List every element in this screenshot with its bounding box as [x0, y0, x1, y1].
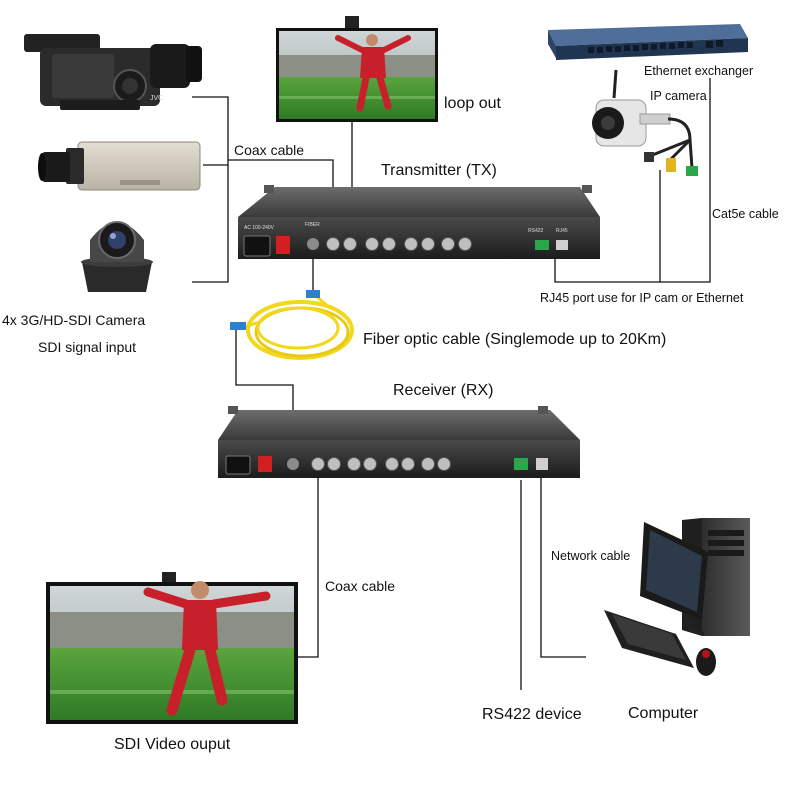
- tx-power-label: AC 100-240V: [244, 225, 275, 231]
- fiber-cable-label: Fiber optic cable (Singlemode up to 20Km…: [363, 331, 667, 348]
- camcorder-icon: JVC: [24, 34, 202, 110]
- coax-cable-tx-label: Coax cable: [234, 142, 305, 158]
- output-monitor-icon: [46, 572, 298, 724]
- transmitter-device-icon: [238, 185, 600, 259]
- computer-icon: [604, 518, 750, 676]
- ip-camera-label: IP camera: [650, 89, 707, 103]
- rj45-note-label: RJ45 port use for IP cam or Ethernet: [540, 291, 744, 305]
- ptz-camera-icon: [81, 221, 153, 292]
- box-camera-icon: [38, 141, 201, 191]
- rs422-device-label: RS422 device: [482, 706, 582, 723]
- player-figure-large: [143, 581, 271, 716]
- loop-out-monitor-icon: [276, 16, 438, 122]
- tx-bnc-ports: [326, 237, 472, 251]
- coax-cable-rx-label: Coax cable: [325, 578, 396, 594]
- coax-line-rx-output: [298, 478, 319, 658]
- rx-bnc-ports: [311, 457, 451, 471]
- rj45-line-tx-vertical: [554, 170, 661, 283]
- cat5e-line: [660, 78, 711, 283]
- player-figure-small: [335, 34, 411, 112]
- transmitter-label: Transmitter (TX): [381, 162, 497, 179]
- tx-fiber-port-label: FIBER: [305, 222, 320, 228]
- network-switch-icon: [548, 24, 748, 60]
- receiver-device-icon: [218, 406, 580, 478]
- receiver-label: Receiver (RX): [393, 382, 494, 399]
- tx-rs422-port-label: RS422: [528, 228, 544, 234]
- computer-label: Computer: [628, 705, 699, 722]
- coax-line-camcorder: [192, 96, 229, 283]
- camera-input-label-line1: 4x 3G/HD-SDI Camera: [2, 312, 146, 328]
- sdi-video-output-label: SDI Video ouput: [114, 736, 231, 753]
- ip-camera-icon: [592, 69, 698, 176]
- camera-input-label-line2: SDI signal input: [38, 339, 137, 355]
- network-cable-label: Network cable: [551, 549, 631, 563]
- svg-text:JVC: JVC: [150, 95, 163, 102]
- network-line: [540, 478, 586, 658]
- loop-out-label: loop out: [444, 95, 501, 112]
- tx-rj45-port-label: RJ45: [556, 228, 568, 234]
- cat5e-cable-label: Cat5e cable: [712, 207, 779, 221]
- fiber-optic-cable-icon: [230, 290, 354, 360]
- ethernet-exchanger-label: Ethernet exchanger: [644, 64, 754, 78]
- connection-lines: [192, 78, 711, 690]
